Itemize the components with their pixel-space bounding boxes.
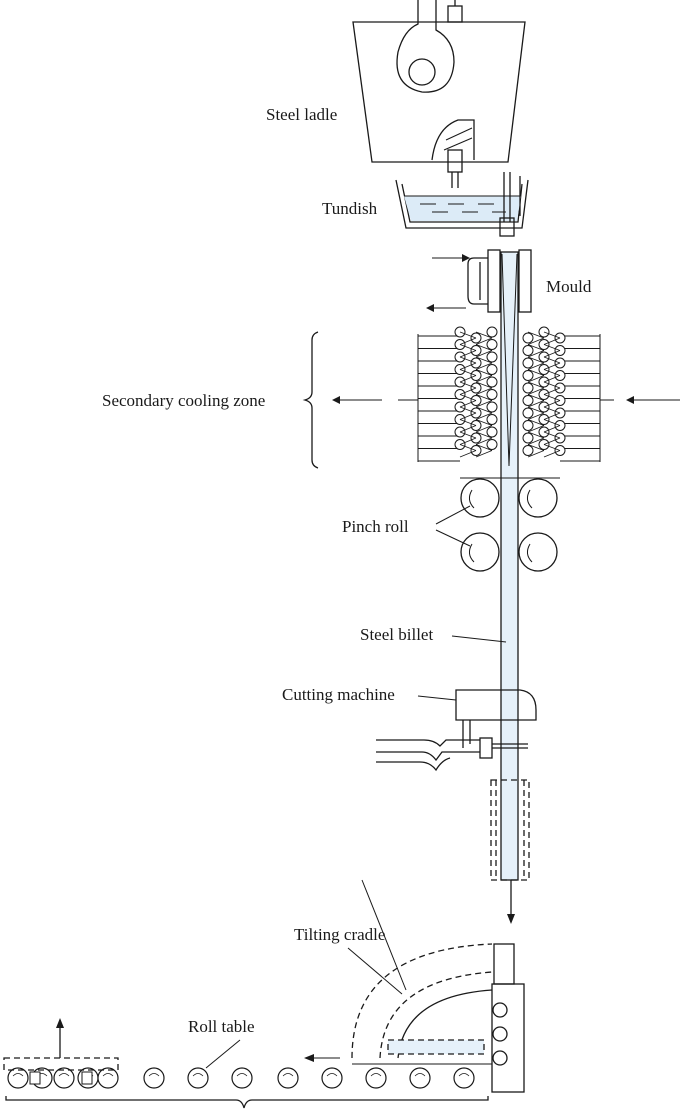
pinch-roll (460, 532, 500, 572)
cooling-roller (522, 445, 534, 456)
hook-eye (408, 58, 436, 86)
cooling-roller (522, 357, 534, 369)
table-roller (277, 1067, 299, 1089)
cooling-roller (486, 414, 498, 425)
cooling-zone-brace (302, 331, 319, 469)
roll-table-brace (5, 1096, 489, 1109)
cooling-roller (522, 332, 534, 344)
cooling-roller (522, 420, 534, 431)
ladle-slide-gate (431, 119, 475, 161)
cradle-frame (491, 983, 525, 1093)
table-roller (321, 1067, 343, 1089)
tundish (395, 172, 529, 237)
billet-on-table (3, 1057, 119, 1071)
cooling-roller (522, 395, 534, 406)
cooling-roller (522, 432, 534, 444)
cooling-roller (486, 401, 498, 413)
label-roll-table: Roll table (188, 1017, 255, 1036)
pinch-roll (518, 478, 558, 518)
table-roller (365, 1067, 387, 1089)
pinch-roll (518, 532, 558, 572)
pinch-rolls (435, 477, 560, 572)
tundish-nozzle (499, 217, 515, 237)
cooling-roller (522, 407, 534, 419)
cooling-roller (522, 382, 534, 394)
secondary-cooling-zone (302, 326, 680, 469)
cooling-roller (486, 339, 498, 350)
cooling-roller (522, 345, 534, 356)
cooling-roller (486, 351, 498, 363)
tundish-outer (395, 179, 529, 229)
label-steel-billet: Steel billet (360, 625, 433, 644)
table-roller (143, 1067, 165, 1089)
cooling-roller (486, 326, 498, 338)
label-steel-ladle: Steel ladle (266, 105, 337, 124)
roll-table (3, 1018, 489, 1109)
table-roller (7, 1067, 29, 1089)
table-roller (187, 1067, 209, 1089)
table-roller (409, 1067, 431, 1089)
label-cutting-machine: Cutting machine (282, 685, 395, 704)
label-tundish: Tundish (322, 199, 378, 218)
cradle-arc-outer (351, 943, 493, 1059)
cooling-roller (486, 426, 498, 438)
cooling-roller (486, 439, 498, 450)
liquid-core (501, 253, 518, 467)
cut-billet-outline (490, 779, 530, 881)
cooling-roller (486, 376, 498, 388)
table-roller (53, 1067, 75, 1089)
billet-piece (81, 1071, 93, 1085)
billet-piece (29, 1071, 41, 1085)
label-mould: Mould (546, 277, 592, 296)
label-secondary-cooling-zone: Secondary cooling zone (102, 391, 265, 410)
mould-water-jacket (467, 257, 488, 305)
cutting-machine (376, 689, 537, 772)
cutting-torch (479, 737, 493, 759)
table-roller (97, 1067, 119, 1089)
steel-billet (500, 251, 519, 881)
steel-ladle (352, 0, 526, 188)
tilting-cradle (351, 879, 525, 1093)
tundish-liquid (404, 196, 521, 221)
torch-hose (376, 739, 480, 747)
label-pinch-roll: Pinch roll (342, 517, 409, 536)
ladle-body (352, 21, 526, 163)
table-roller (453, 1067, 475, 1089)
label-tilting-cradle: Tilting cradle (294, 925, 385, 944)
cooling-roller (486, 364, 498, 375)
cooling-roller (522, 370, 534, 381)
pinch-roll (460, 478, 500, 518)
mould (426, 249, 532, 313)
ladle-lug (447, 5, 463, 23)
ladle-hook (396, 0, 455, 93)
table-roller (231, 1067, 253, 1089)
ladle-nozzle (447, 149, 463, 173)
cooling-roller (486, 389, 498, 400)
